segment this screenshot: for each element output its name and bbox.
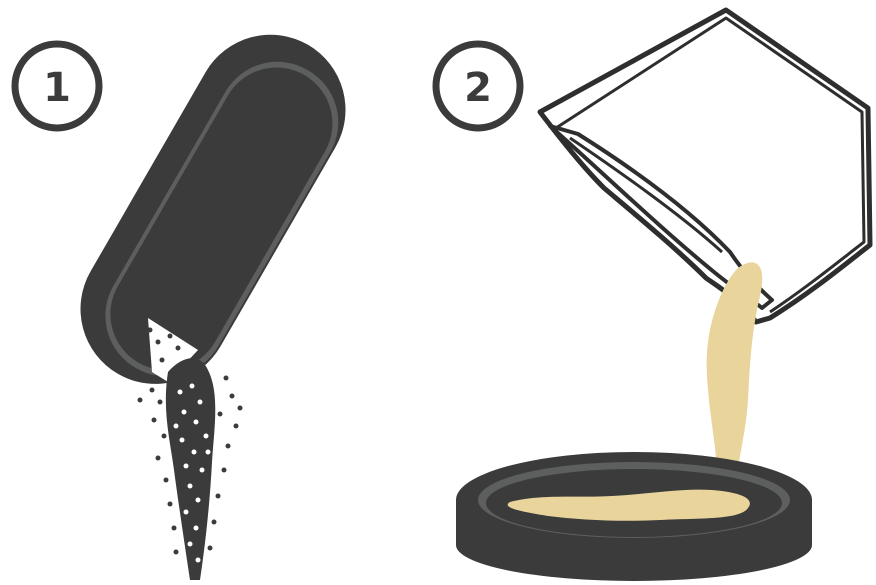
step-2-number: 2 (464, 65, 492, 111)
step-1-number: 1 (43, 65, 71, 111)
step-2: 2 (436, 10, 870, 581)
step-1-badge: 1 (15, 44, 99, 128)
tilted-tray-icon (53, 7, 373, 411)
step-2-badge: 2 (436, 44, 520, 128)
pouring-pitcher-icon (540, 10, 870, 322)
filled-tray-icon (456, 452, 812, 581)
step-1: 1 (15, 7, 373, 580)
